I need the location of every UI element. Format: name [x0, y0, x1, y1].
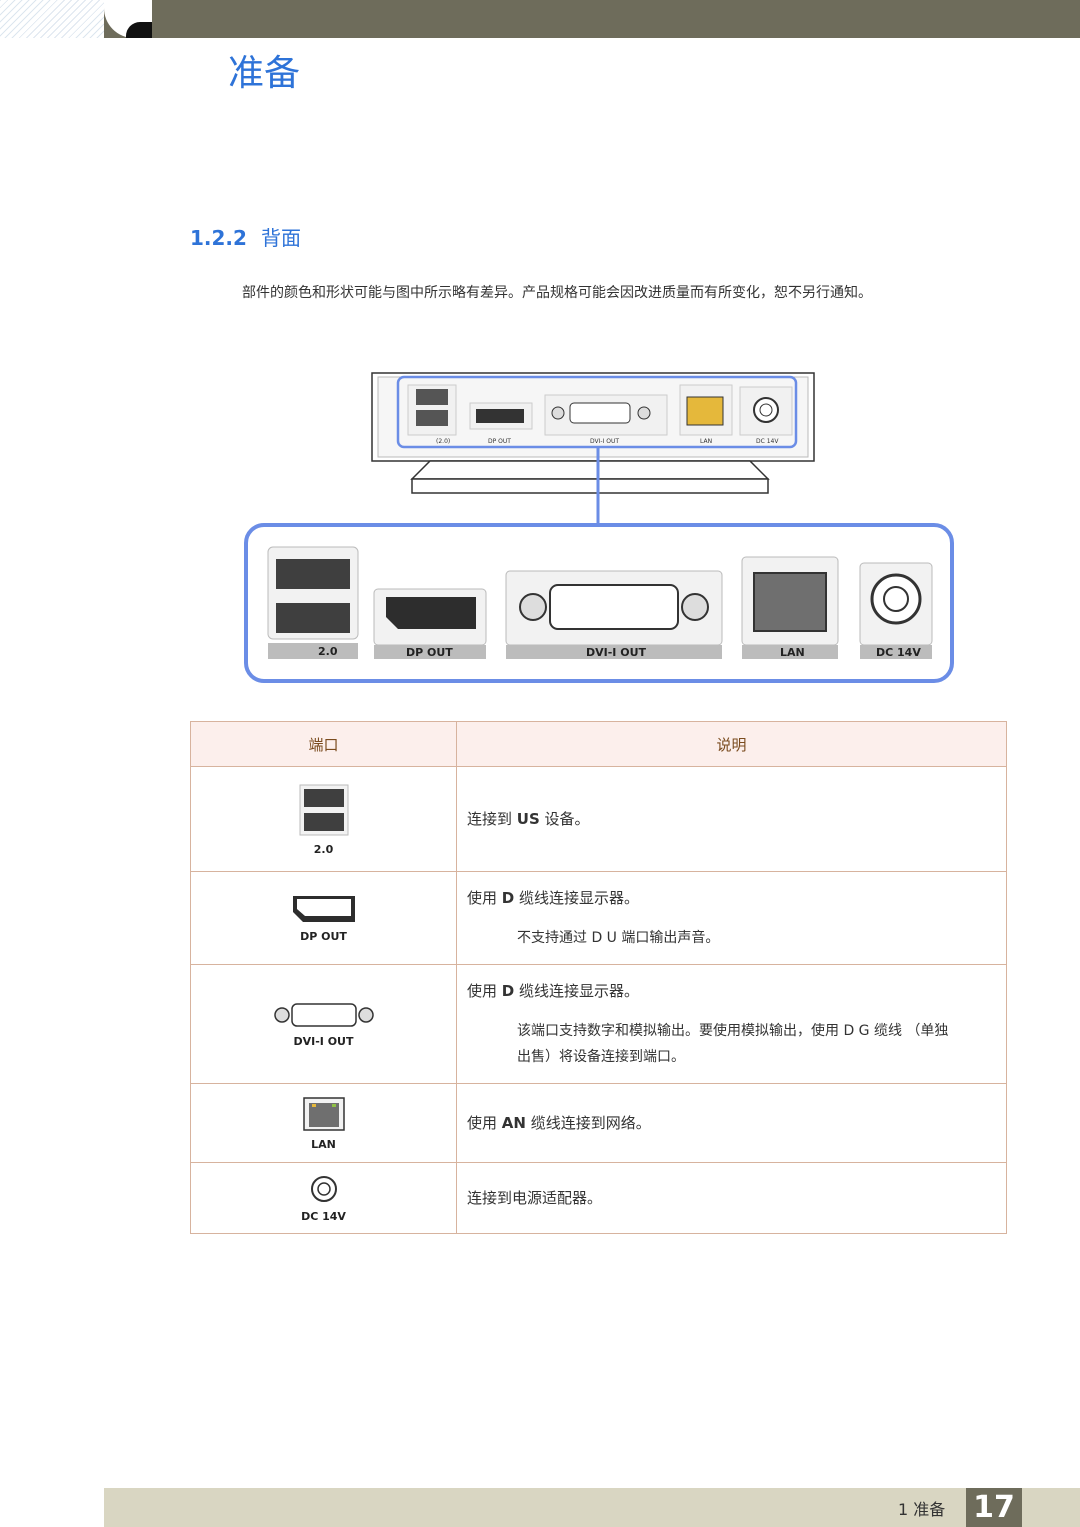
- ports-zoom: 2.0 DP OUT DVI-I OUT LAN DC 14V: [244, 523, 954, 683]
- dvi-desc-prefix: 使用: [467, 982, 502, 1000]
- header-notch-mark: [126, 22, 152, 38]
- dvi-label: DVI-I OUT: [586, 646, 647, 659]
- footer-chapter-label: 1 准备: [898, 1500, 946, 1519]
- table-row: LAN 使用 AN 缆线连接到网络。: [190, 1083, 1007, 1163]
- usb-label: 2.0: [318, 645, 338, 658]
- usb-desc-suffix: 设备。: [539, 810, 590, 828]
- dp-label: DP OUT: [406, 646, 453, 659]
- dp-icon-label: DP OUT: [300, 929, 347, 943]
- dvi-icon-label: DVI-I OUT: [293, 1034, 354, 1048]
- dc-port-icon: [310, 1175, 337, 1202]
- small-lan-label: LAN: [700, 438, 712, 445]
- dc-label: DC 14V: [876, 646, 921, 659]
- table-row: DC 14V 连接到电源适配器。: [190, 1162, 1007, 1234]
- rear-panel-figure: (2.0) DP OUT DVI-I OUT LAN DC 14V: [244, 372, 954, 683]
- usb-icon-cell: 2.0: [190, 766, 457, 872]
- header-port: 端口: [190, 721, 457, 767]
- dvi-port-icon: [273, 1002, 374, 1027]
- dvi-desc-bold: D: [501, 982, 515, 1000]
- section-title: 背面: [260, 226, 301, 250]
- dvi-description: 使用 D 缆线连接显示器。 该端口支持数字和模拟输出。要使用模拟输出，使用 D …: [456, 964, 1007, 1084]
- dc-icon-label: DC 14V: [301, 1209, 346, 1223]
- lan-desc-bold: AN: [501, 1114, 526, 1132]
- ports-table: 端口 说明 2.0 连接到 US 设备。: [190, 721, 1007, 1234]
- table-row: DP OUT 使用 D 缆线连接显示器。 不支持通过 D U 端口输出声音。: [190, 871, 1007, 965]
- dc-icon-cell: DC 14V: [190, 1162, 457, 1234]
- section-heading: 1.2.2 背面: [190, 222, 301, 251]
- dp-note: 不支持通过 D U 端口输出声音。: [517, 930, 720, 946]
- small-usb-label: (2.0): [436, 438, 450, 445]
- lan-port-icon: [302, 1096, 345, 1131]
- dp-port-icon: [292, 895, 355, 922]
- dvi-icon-cell: DVI-I OUT: [190, 964, 457, 1084]
- lan-icon-label: LAN: [311, 1137, 336, 1151]
- lan-desc-text: 使用 AN 缆线连接到网络。: [467, 1110, 1005, 1136]
- usb-port-icon: [299, 784, 348, 835]
- dc-desc-prefix: 连接到电源适配器。: [467, 1189, 603, 1207]
- small-dvi-label: DVI-I OUT: [590, 438, 619, 445]
- header-description: 说明: [456, 721, 1007, 767]
- intro-text: 部件的颜色和形状可能与图中所示略有差异。产品规格可能会因改进质量而有所变化，恕不…: [242, 285, 872, 301]
- usb-desc-bold: US: [516, 810, 540, 828]
- usb-description: 连接到 US 设备。: [456, 766, 1007, 872]
- lan-icon-cell: LAN: [190, 1083, 457, 1163]
- lan-description: 使用 AN 缆线连接到网络。: [456, 1083, 1007, 1163]
- dp-description: 使用 D 缆线连接显示器。 不支持通过 D U 端口输出声音。: [456, 871, 1007, 965]
- lan-label: LAN: [780, 646, 805, 659]
- small-dp-label: DP OUT: [488, 438, 511, 445]
- header-bar: [104, 0, 1080, 38]
- dc-description: 连接到电源适配器。: [456, 1162, 1007, 1234]
- small-dc-label: DC 14V: [756, 438, 779, 445]
- lan-desc-suffix: 缆线连接到网络。: [525, 1114, 651, 1132]
- dp-desc-text: 使用 D 缆线连接显示器。: [467, 885, 1005, 911]
- usb-icon-label: 2.0: [313, 842, 334, 856]
- dp-desc-prefix: 使用: [467, 889, 502, 907]
- dp-icon-cell: DP OUT: [190, 871, 457, 965]
- usb-desc-text: 连接到 US 设备。: [467, 806, 1005, 832]
- dvi-desc-text: 使用 D 缆线连接显示器。: [467, 978, 1005, 1004]
- usb-desc-prefix: 连接到: [467, 810, 517, 828]
- device-overview: (2.0) DP OUT DVI-I OUT LAN DC 14V: [371, 372, 815, 523]
- lan-desc-prefix: 使用: [467, 1114, 502, 1132]
- dvi-desc-suffix: 缆线连接显示器。: [514, 982, 640, 1000]
- dp-desc-suffix: 缆线连接显示器。: [514, 889, 640, 907]
- dvi-note: 该端口支持数字和模拟输出。要使用模拟输出，使用 D G 缆线 （单独出售）将设备…: [517, 1023, 949, 1065]
- corner-hatch: [0, 0, 104, 38]
- page-number: 17: [966, 1488, 1022, 1527]
- dc-desc-text: 连接到电源适配器。: [467, 1185, 1005, 1211]
- table-row: DVI-I OUT 使用 D 缆线连接显示器。 该端口支持数字和模拟输出。要使用…: [190, 964, 1007, 1084]
- footer-bar: [104, 1488, 1080, 1527]
- dp-desc-bold: D: [501, 889, 515, 907]
- chapter-title: 准备: [228, 53, 301, 94]
- table-row: 2.0 连接到 US 设备。: [190, 766, 1007, 872]
- table-header-row: 端口 说明: [190, 721, 1007, 767]
- section-number: 1.2.2: [190, 226, 247, 250]
